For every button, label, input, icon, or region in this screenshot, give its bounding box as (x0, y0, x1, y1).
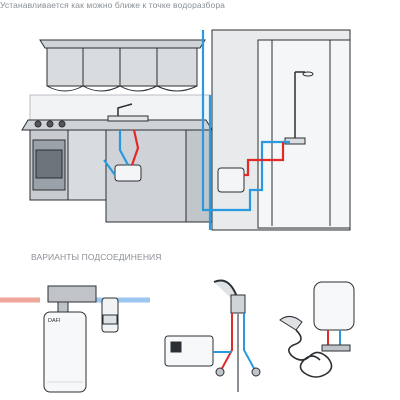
connection-variants-heading: ВАРИАНТЫ ПОДСОЕДИНЕНИЯ (31, 252, 162, 262)
hot-pipe-kitchen (130, 129, 140, 166)
wall-cabinets (39, 39, 206, 49)
hot-pipe-bath (244, 142, 285, 177)
pipes (103, 30, 290, 230)
heater-brand-label: DAFI (48, 318, 61, 324)
variant-under-sink: DAFI (0, 285, 150, 393)
installation-caption: Устанавливается как можно ближе к точке … (0, 0, 225, 10)
kitchen-scene (21, 39, 213, 223)
bathroom-heater (217, 167, 245, 193)
kitchen-heater (114, 164, 142, 182)
lower-cabinet (67, 129, 107, 201)
bathroom-scene (211, 29, 351, 231)
water-heater-box (43, 311, 87, 393)
variant-faucet (164, 279, 261, 392)
cold-pipe-kitchen (118, 130, 129, 166)
variant-shower-hose (279, 281, 355, 378)
shower-head-icon (279, 316, 303, 331)
cold-pipe-bath (201, 30, 290, 212)
coiled-hose (288, 329, 333, 378)
wall-heater (313, 281, 355, 331)
